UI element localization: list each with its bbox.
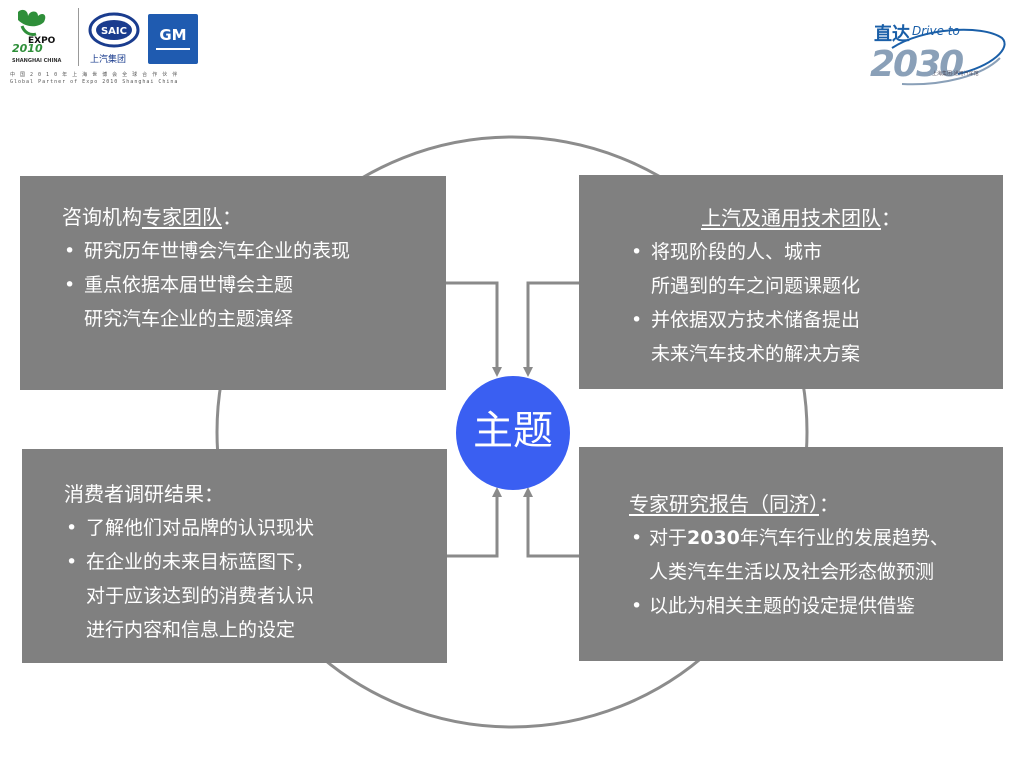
panel-consumer-research-bullet-2: 在企业的未来目标蓝图下， 对于应该达到的消费者认识 进行内容和信息上的设定 [64,545,447,647]
panel-tech-team-bullet-2-cont: 未来汽车技术的解决方案 [651,343,861,365]
panel-research-report-bullet-2: 以此为相关主题的设定提供借鉴 [629,589,1003,623]
panel-research-report-bullet-1: 对于2030年汽车行业的发展趋势、 人类汽车生活以及社会形态做预测 [629,521,1003,589]
panel-expert-team-title-suffix: ： [222,205,242,229]
drive-logo-year: 2030 [870,44,964,85]
drive-swoosh-icon [891,28,1006,86]
panel-research-report-bullet-1-post: 年汽车行业的发展趋势、 [739,527,949,549]
saic-logo: SAIC [88,12,140,48]
drive-logo-en: Drive to [912,24,960,38]
panel-tech-team-title-suffix: ： [881,206,901,230]
saic-label: 上汽集团 [90,55,127,65]
drive-to-2030-logo: 直达 Drive to 2030 上海集团·通用汽车馆 [862,14,1012,96]
arrow-top-right [523,281,579,377]
panel-tech-team-bullet-2: 并依据双方技术储备提出 未来汽车技术的解决方案 [629,303,1003,371]
panel-expert-team-title-underlined: 专家团队 [142,205,222,229]
panel-research-report-bullet-1-pre: 对于 [649,527,688,549]
panel-consumer-research-bullet-2-text: 在企业的未来目标蓝图下， [86,551,315,573]
panel-tech-team-bullet-1-text: 将现阶段的人、城市 [651,241,823,263]
panel-tech-team-bullet-1-cont: 所遇到的车之问题课题化 [651,275,861,297]
partner-tagline: 中 国 2 0 1 0 年 上 海 世 博 会 全 球 合 作 伙 伴 Glob… [10,72,178,86]
panel-tech-team-title-underlined: 上汽及通用技术团队 [701,206,881,230]
panel-tech-team: 上汽及通用技术团队： 将现阶段的人、城市 所遇到的车之问题课题化 并依据双方技术… [579,175,1003,389]
expo-2010-logo: 2010 [12,9,46,55]
panel-research-report-title: 专家研究报告（同济）： [629,487,1003,521]
panel-consumer-research-bullet-1: 了解他们对品牌的认识现状 [64,511,447,545]
panel-consumer-research-bullet-2-cont-2: 进行内容和信息上的设定 [86,619,296,641]
panel-research-report-title-underlined: 专家研究报告（同济） [629,492,819,516]
panel-research-report: 专家研究报告（同济）： 对于2030年汽车行业的发展趋势、 人类汽车生活以及社会… [579,447,1003,661]
gm-logo: GM [148,14,198,64]
panel-research-report-bullet-1-year: 2030 [687,527,740,549]
panel-expert-team-bullet-2-text: 重点依据本届世博会主题 [84,274,294,296]
panel-research-report-title-suffix: ： [819,492,839,516]
panel-research-report-bullet-1-cont: 人类汽车生活以及社会形态做预测 [649,561,935,583]
expo-wordmark: EXPO [28,36,56,46]
panel-consumer-research-bullet-2-cont-1: 对于应该达到的消费者认识 [86,585,315,607]
arrow-bottom-right [523,487,579,558]
saic-wordmark: SAIC [101,26,127,37]
outer-ring [215,135,809,729]
panel-expert-team-bullet-1: 研究历年世博会汽车企业的表现 [62,234,446,268]
logo-divider [78,8,79,66]
theme-center-label: 主题 [473,408,553,454]
partner-tagline-en: Global Partner of Expo 2010 Shanghai Chi… [10,79,179,85]
panel-expert-team: 咨询机构专家团队： 研究历年世博会汽车企业的表现 重点依据本届世博会主题 研究汽… [20,176,446,390]
theme-center-node: 主题 [456,376,570,490]
gm-wordmark: GM [159,26,187,44]
gm-underline [156,48,190,50]
panel-expert-team-title-plain: 咨询机构 [62,205,142,229]
partner-tagline-cn: 中 国 2 0 1 0 年 上 海 世 博 会 全 球 合 作 伙 伴 [10,72,179,78]
drive-logo-cn: 直达 [874,24,910,45]
expo-year-mark: 2010 [12,42,43,55]
panel-tech-team-bullet-2-text: 并依据双方技术储备提出 [651,309,861,331]
partner-logos: 2010 EXPO SHANGHAI CHINA SAIC 上汽集团 GM 中 … [8,6,208,88]
drive-logo-sub: 上海集团·通用汽车馆 [932,71,979,77]
panel-expert-team-bullet-2-cont: 研究汽车企业的主题演绎 [84,308,294,330]
panel-tech-team-title: 上汽及通用技术团队： [629,201,1003,235]
panel-expert-team-title: 咨询机构专家团队： [62,200,446,234]
panel-consumer-research-title: 消费者调研结果： [64,482,224,506]
panel-expert-team-bullet-2: 重点依据本届世博会主题 研究汽车企业的主题演绎 [62,268,446,336]
arrow-top-left [446,281,502,377]
panel-tech-team-bullet-1: 将现阶段的人、城市 所遇到的车之问题课题化 [629,235,1003,303]
arrow-bottom-left [447,487,502,558]
panel-consumer-research: 消费者调研结果： 了解他们对品牌的认识现状 在企业的未来目标蓝图下， 对于应该达… [22,449,447,663]
expo-city-label: SHANGHAI CHINA [12,58,62,64]
